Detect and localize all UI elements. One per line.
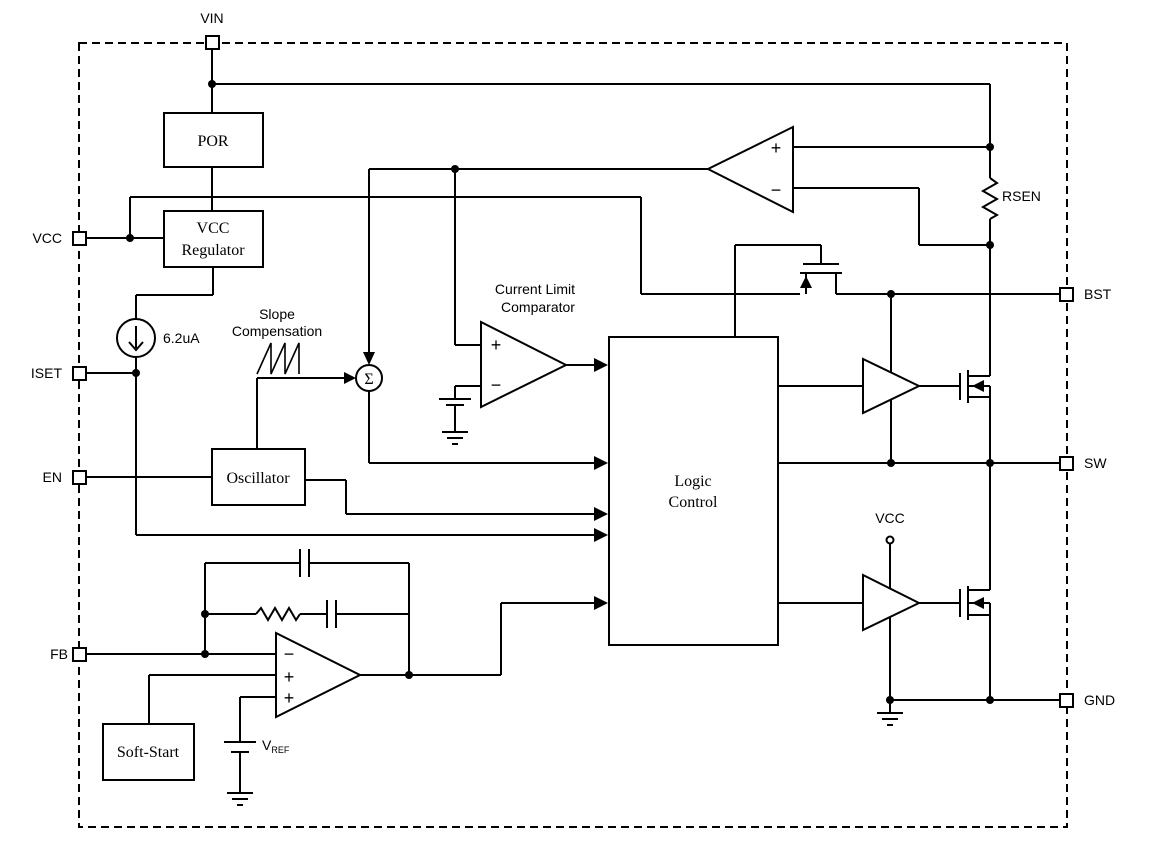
low-side-driver bbox=[862, 573, 922, 632]
arrow-clc bbox=[594, 358, 608, 372]
vref-battery bbox=[224, 741, 256, 753]
vin-label: VIN bbox=[200, 10, 223, 26]
vcc-pin bbox=[72, 231, 87, 246]
ls-mosfet-arrow bbox=[972, 597, 984, 609]
iset-label: ISET bbox=[31, 365, 63, 381]
fb-label: FB bbox=[50, 646, 68, 662]
slope-comp-label-2: Compensation bbox=[232, 323, 322, 339]
vin-wiring bbox=[211, 49, 991, 211]
low-side-wiring bbox=[778, 544, 960, 700]
high-side-driver bbox=[862, 357, 922, 415]
bootstrap-diode-arrow bbox=[800, 276, 812, 288]
csa-plus: + bbox=[771, 138, 782, 158]
fb-pin bbox=[72, 647, 87, 662]
en-pin bbox=[72, 470, 87, 485]
ea-plus-1: + bbox=[284, 667, 295, 687]
vref-label: VREF bbox=[262, 737, 290, 755]
iset-junction bbox=[132, 369, 140, 377]
sawtooth-icon bbox=[256, 342, 300, 375]
gnd-junction-2 bbox=[986, 696, 994, 704]
clc-plus: + bbox=[491, 335, 502, 355]
por-text: POR bbox=[197, 133, 228, 150]
vcc-label: VCC bbox=[32, 230, 62, 246]
bst-label: BST bbox=[1084, 286, 1112, 302]
ground-icon bbox=[442, 431, 468, 445]
arrow-to-sum bbox=[344, 372, 356, 384]
summing-symbol: Σ bbox=[364, 371, 373, 388]
arrow-oscillator bbox=[594, 507, 608, 521]
current-source-label: 6.2uA bbox=[163, 330, 200, 346]
vcc-rail-terminal bbox=[885, 535, 895, 545]
csa-minus: − bbox=[771, 180, 782, 200]
sw-label: SW bbox=[1084, 455, 1107, 471]
current-sense-amplifier bbox=[705, 125, 794, 214]
vcc-junction bbox=[126, 234, 134, 242]
current-limit-label-2: Comparator bbox=[501, 299, 575, 315]
clc-reference-battery bbox=[439, 398, 471, 406]
rsen-resistor bbox=[980, 147, 1000, 376]
oscillator-wiring bbox=[86, 377, 596, 515]
ground-icon-vref bbox=[227, 792, 253, 806]
arrow-sum bbox=[594, 456, 608, 470]
hs-mosfet-arrow bbox=[972, 380, 984, 392]
por-block bbox=[163, 112, 264, 168]
vcc-regulator-text-1: VCC bbox=[197, 220, 230, 237]
arrow-iset bbox=[594, 528, 608, 542]
sw-pin bbox=[1059, 456, 1074, 471]
bootstrap-switch bbox=[734, 244, 1060, 337]
high-side-wiring bbox=[778, 294, 960, 463]
iset-pin bbox=[72, 366, 87, 381]
logic-control-block bbox=[608, 336, 779, 646]
arrow-to-sum-top bbox=[363, 352, 375, 365]
sw-junction-1 bbox=[887, 459, 895, 467]
oscillator-block bbox=[211, 448, 306, 506]
soft-start-text: Soft-Start bbox=[117, 744, 180, 761]
arrow-ea bbox=[594, 596, 608, 610]
logic-control-text-2: Control bbox=[669, 494, 718, 511]
current-source bbox=[116, 318, 156, 535]
gnd-pin bbox=[1059, 693, 1074, 708]
csa-wiring bbox=[368, 146, 990, 352]
rsen-label: RSEN bbox=[1002, 188, 1041, 204]
slope-comp-label-1: Slope bbox=[259, 306, 295, 322]
comp-junction-1 bbox=[201, 610, 209, 618]
fb-wiring bbox=[86, 602, 596, 793]
logic-control-text-1: Logic bbox=[674, 473, 711, 490]
soft-start-block bbox=[102, 723, 195, 781]
compensation-network bbox=[204, 549, 410, 675]
vcc-rail-label: VCC bbox=[875, 510, 905, 526]
current-limit-label-1: Current Limit bbox=[495, 281, 575, 297]
csa-junction-2 bbox=[451, 165, 459, 173]
ea-minus: − bbox=[284, 644, 295, 664]
vcc-wiring bbox=[86, 196, 800, 319]
bst-pin bbox=[1059, 287, 1074, 302]
ic-boundary bbox=[78, 42, 1068, 828]
high-side-mosfet bbox=[959, 370, 991, 463]
vin-pin bbox=[205, 35, 220, 50]
gnd-label: GND bbox=[1084, 692, 1115, 708]
clc-minus: − bbox=[491, 375, 502, 395]
current-limit-comparator bbox=[480, 320, 569, 409]
ground-icon-power bbox=[877, 712, 903, 726]
oscillator-text: Oscillator bbox=[226, 470, 290, 487]
en-label: EN bbox=[43, 469, 62, 485]
ea-plus-2: + bbox=[284, 688, 295, 708]
vin-junction bbox=[208, 80, 216, 88]
vcc-regulator-text-2: Regulator bbox=[181, 242, 245, 259]
clc-wiring bbox=[454, 364, 596, 432]
